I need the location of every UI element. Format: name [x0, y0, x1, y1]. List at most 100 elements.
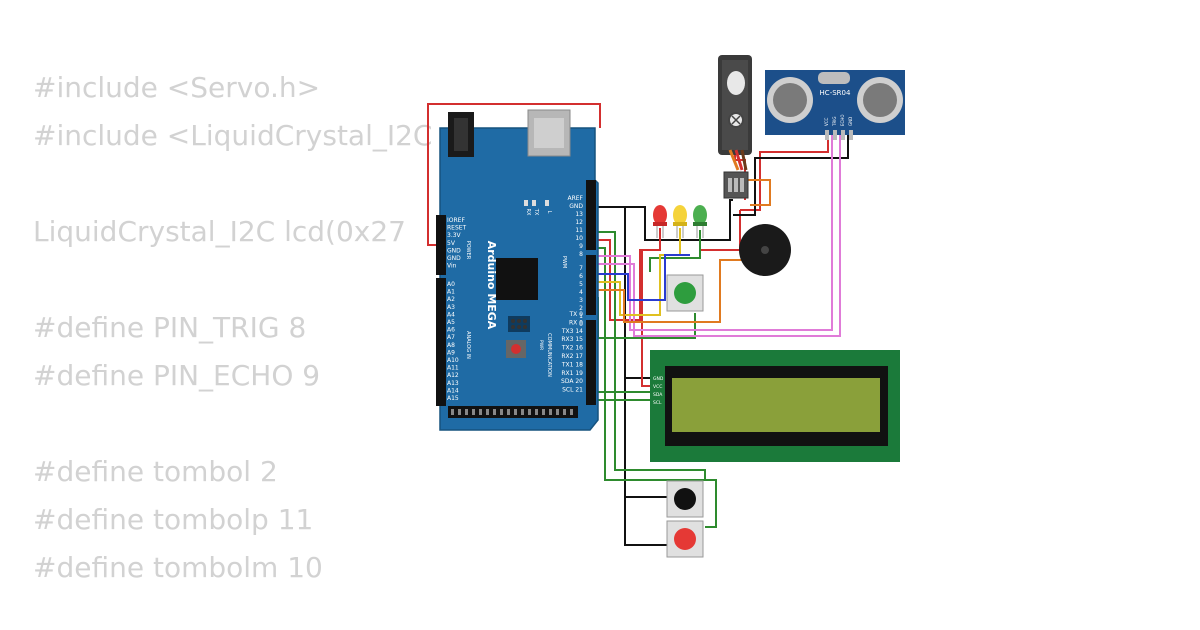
arduino-mega-board: Arduino MEGA ANALOG IN POWER PWM COMMUNI… — [436, 109, 599, 431]
header-pin — [521, 409, 524, 415]
pin-label: A11 — [447, 365, 459, 372]
pin-label: 1 — [579, 313, 583, 320]
servo-icon — [718, 55, 752, 199]
header-pin — [528, 409, 531, 415]
sensor-pin-label: ECHO — [840, 115, 845, 126]
header-pin — [549, 409, 552, 415]
wire-power-loop — [427, 103, 601, 246]
icsp-header — [508, 316, 530, 332]
sensor-pin — [825, 130, 829, 140]
wire-echo — [582, 135, 841, 337]
pushbutton-icon-red — [666, 520, 704, 558]
header-pin — [535, 409, 538, 415]
header-pin — [465, 409, 468, 415]
pin-label: A3 — [447, 304, 455, 311]
pin-label: RX 0 — [569, 319, 583, 326]
header-pin — [514, 409, 517, 415]
pwr-led-label: PWR — [538, 340, 544, 350]
header-pin — [458, 409, 461, 415]
pin-label: A4 — [447, 311, 455, 318]
sensor-pin-label: VCC — [824, 117, 829, 126]
pin-label: 7 — [579, 265, 583, 272]
sensor-pin — [849, 130, 853, 140]
lcd-pin-label: SCL — [653, 400, 662, 406]
wire-gnd-servo — [720, 199, 733, 241]
pin-label: 3 — [579, 297, 583, 304]
pin-label: GND — [447, 247, 461, 254]
led-icon-green — [693, 205, 707, 238]
pin-label: 4 — [579, 289, 583, 296]
pin-label: SDA 20 — [561, 378, 583, 385]
pin-label: 6 — [579, 273, 583, 280]
pin-label: 5 — [579, 281, 583, 288]
sensor-pin — [833, 130, 837, 140]
pin-label: GND — [569, 203, 583, 210]
wire-gnd-buttons — [624, 378, 668, 546]
pin-label: A0 — [447, 281, 455, 288]
code-line: #include <LiquidCrystal_I2C — [33, 119, 433, 152]
pin-label: 12 — [575, 219, 583, 226]
wire-green-1 — [582, 231, 706, 480]
pin-label: 11 — [575, 227, 583, 234]
pin-label: A14 — [447, 387, 459, 394]
code-line: LiquidCrystal_I2C lcd(0x27 — [33, 215, 406, 248]
pin-label: A9 — [447, 349, 455, 356]
header-pin — [472, 409, 475, 415]
wire-trig — [582, 135, 833, 331]
header-pin — [563, 409, 566, 415]
code-line: #include <Servo.h> — [33, 71, 321, 104]
wire-blue — [582, 254, 690, 301]
header-pin — [507, 409, 510, 415]
lcd-pin-label: GND — [653, 376, 664, 382]
code-line: #define PIN_TRIG 8 — [33, 311, 307, 344]
header-pin — [542, 409, 545, 415]
pin-label: A13 — [447, 380, 459, 387]
pin-label: A2 — [447, 296, 455, 303]
header-pin — [500, 409, 503, 415]
pin-label: A5 — [447, 319, 455, 326]
pin-label: 0 — [579, 321, 583, 328]
pin-label: 8 — [579, 251, 583, 258]
sensor-pin-label: TRIG — [832, 116, 837, 127]
pwm-label: PWM — [561, 256, 567, 268]
pushbutton-icon-green — [666, 274, 704, 312]
pin-label: TX2 16 — [561, 345, 583, 352]
pin-label: 3.3V — [447, 232, 462, 239]
pin-label: TX 0 — [569, 311, 584, 318]
pin-label: IOREF — [447, 217, 465, 224]
pushbutton-icon-black — [666, 480, 704, 518]
l-led-label: L — [546, 211, 552, 214]
pin-label: RESET — [447, 225, 467, 232]
pin-label: A12 — [447, 372, 459, 379]
pin-label: A1 — [447, 289, 455, 296]
wire-orange-servo — [742, 179, 771, 206]
led-icon-yellow — [673, 205, 687, 238]
wire-red-led — [582, 228, 661, 321]
pin-label: A10 — [447, 357, 459, 364]
board-name: Arduino MEGA — [485, 241, 498, 330]
pin-label: 5V — [447, 240, 456, 247]
pin-label: GND — [447, 255, 461, 262]
header-pin — [486, 409, 489, 415]
sensor-pin-label: GND — [848, 117, 853, 126]
pin-label: 10 — [575, 235, 583, 242]
header-pin — [570, 409, 573, 415]
pin-label: RX1 19 — [561, 370, 583, 377]
pin-label: 9 — [579, 243, 583, 250]
pin-label: A15 — [447, 395, 459, 402]
pin-label: 13 — [575, 211, 583, 218]
pin-label: SCL 21 — [562, 387, 583, 394]
tx-led-label: TX — [533, 208, 539, 216]
pin-label: A6 — [447, 327, 455, 334]
right-header — [586, 180, 596, 405]
header-pin — [556, 409, 559, 415]
code-line: #define tombol 2 — [33, 455, 278, 488]
pin-label: TX1 18 — [561, 361, 583, 368]
comm-label: COMMUNICATION — [546, 333, 552, 377]
code-line: #define tombolm 10 — [33, 551, 323, 584]
pin-label: 2 — [579, 305, 583, 312]
wire-gnd-sensor — [733, 135, 849, 216]
